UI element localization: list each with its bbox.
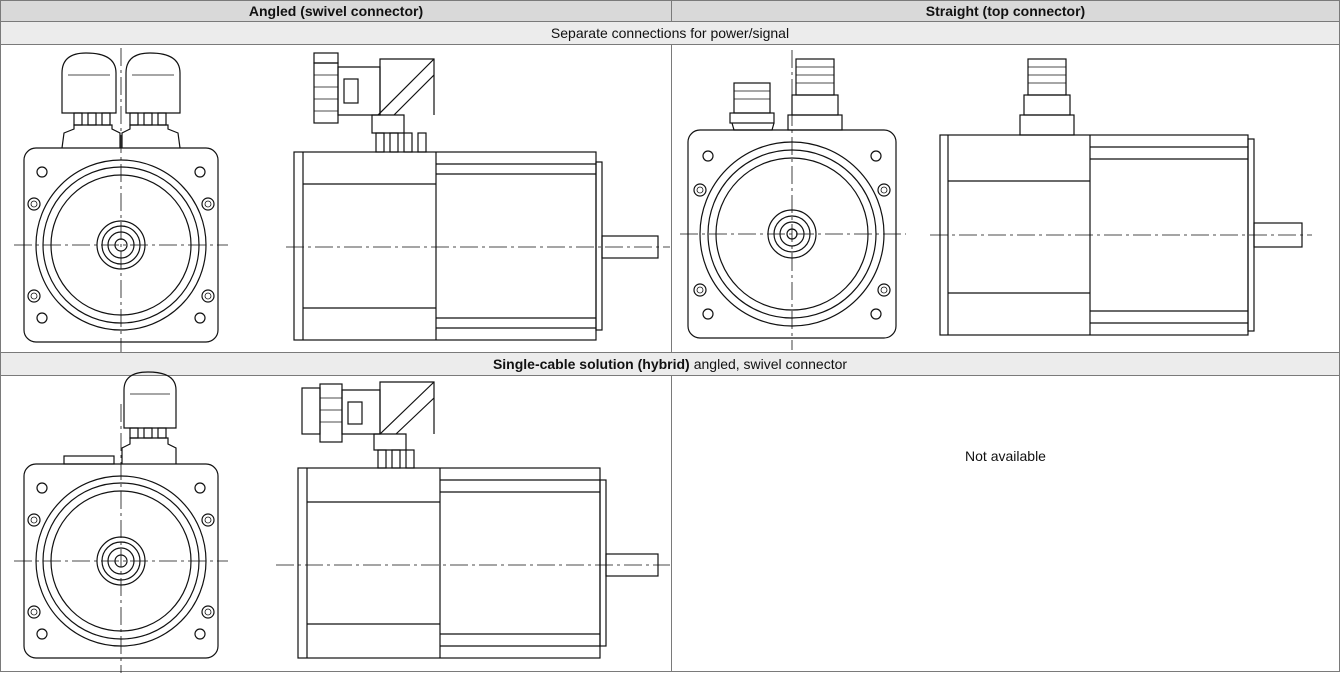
side-connector-straight-separate — [1019, 58, 1075, 136]
side-connector-angled-separate — [313, 52, 435, 153]
header-angled: Angled (swivel connector) — [0, 0, 672, 22]
drawing-cell-angled-hybrid — [0, 371, 672, 673]
front-connectors-angled-separate — [61, 52, 181, 149]
side-view-angled-hybrid — [276, 467, 670, 659]
drawing-cell-angled-separate — [0, 44, 672, 358]
drawing-cell-straight-separate — [671, 44, 1340, 353]
drawing-straight-separate — [680, 50, 1312, 350]
side-view-straight-separate — [930, 134, 1312, 336]
section-title-hybrid: Single-cable solution (hybrid) angled, s… — [0, 352, 1340, 376]
drawing-angled-separate — [14, 48, 670, 358]
section-title-separate-text: Separate connections for power/signal — [550, 25, 790, 41]
side-connector-angled-hybrid — [301, 381, 435, 469]
section-title-separate: Separate connections for power/signal — [0, 21, 1340, 45]
side-view-angled-separate — [286, 151, 670, 341]
not-available-cell: Not available — [671, 375, 1340, 672]
drawing-angled-hybrid — [14, 371, 670, 673]
front-view-angled-hybrid — [14, 404, 228, 673]
not-available-label: Not available — [965, 448, 1046, 464]
front-connectors-straight-separate — [729, 58, 843, 131]
section-title-hybrid-bold: Single-cable solution (hybrid) — [492, 356, 690, 372]
header-straight: Straight (top connector) — [671, 0, 1340, 22]
front-connector-angled-hybrid — [63, 371, 177, 465]
section-title-hybrid-rest: angled, swivel connector — [693, 356, 848, 372]
front-view-angled-separate — [14, 48, 228, 358]
